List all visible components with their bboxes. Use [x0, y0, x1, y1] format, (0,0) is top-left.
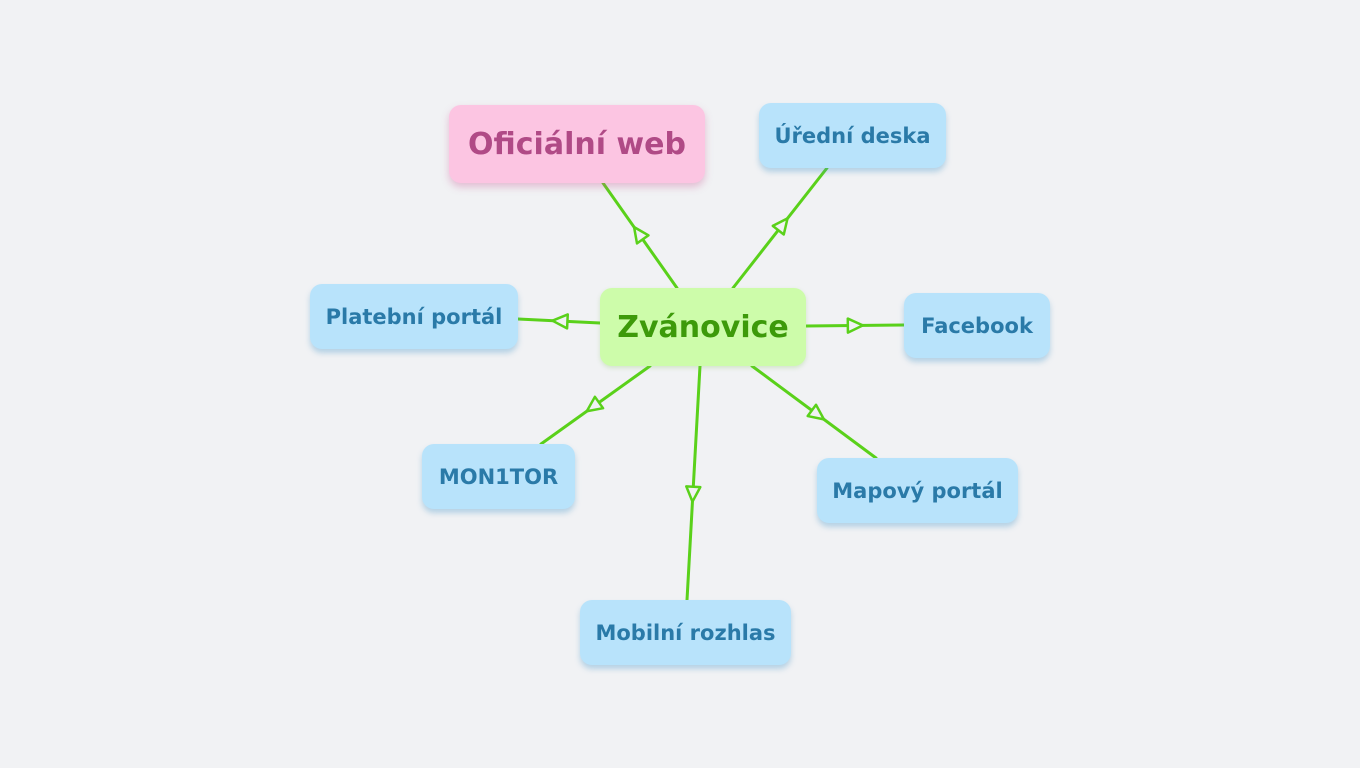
edge-mapovy-portal: [750, 364, 878, 460]
node-label: Facebook: [921, 313, 1033, 338]
edge-uredni-deska: [731, 166, 829, 290]
arrowhead-icon: [685, 485, 702, 503]
node-platebni-portal[interactable]: Platební portál: [310, 284, 518, 349]
node-monitor[interactable]: MON1TOR: [422, 444, 575, 509]
node-label: MON1TOR: [438, 464, 559, 489]
node-label: Platební portál: [325, 304, 503, 329]
node-label: Mapový portál: [832, 478, 1003, 503]
arrowhead-icon: [806, 403, 826, 421]
edge-mobilni-rozhlas: [685, 364, 702, 602]
arrowhead-icon: [585, 395, 605, 413]
edge-oficialni-web: [601, 181, 679, 290]
root-label: Zvánovice: [617, 309, 789, 345]
arrowhead-icon: [846, 317, 865, 334]
node-uredni-deska[interactable]: Úřední deska: [759, 103, 946, 168]
node-mobilni-rozhlas[interactable]: Mobilní rozhlas: [580, 600, 791, 665]
edge-facebook: [804, 317, 906, 334]
arrowhead-icon: [771, 217, 789, 236]
arrowhead-icon: [551, 313, 570, 330]
arrowhead-icon: [632, 225, 650, 245]
node-label: Mobilní rozhlas: [595, 620, 776, 645]
node-mapovy-portal[interactable]: Mapový portál: [817, 458, 1018, 523]
edge-platebni-portal: [516, 313, 602, 330]
node-root-zvanovice[interactable]: Zvánovice: [600, 288, 806, 366]
node-oficialni-web[interactable]: Oficiální web: [449, 105, 705, 183]
node-label: Oficiální web: [468, 126, 686, 162]
node-label: Úřední deska: [774, 123, 931, 148]
edge-monitor: [539, 364, 652, 446]
node-facebook[interactable]: Facebook: [904, 293, 1050, 358]
